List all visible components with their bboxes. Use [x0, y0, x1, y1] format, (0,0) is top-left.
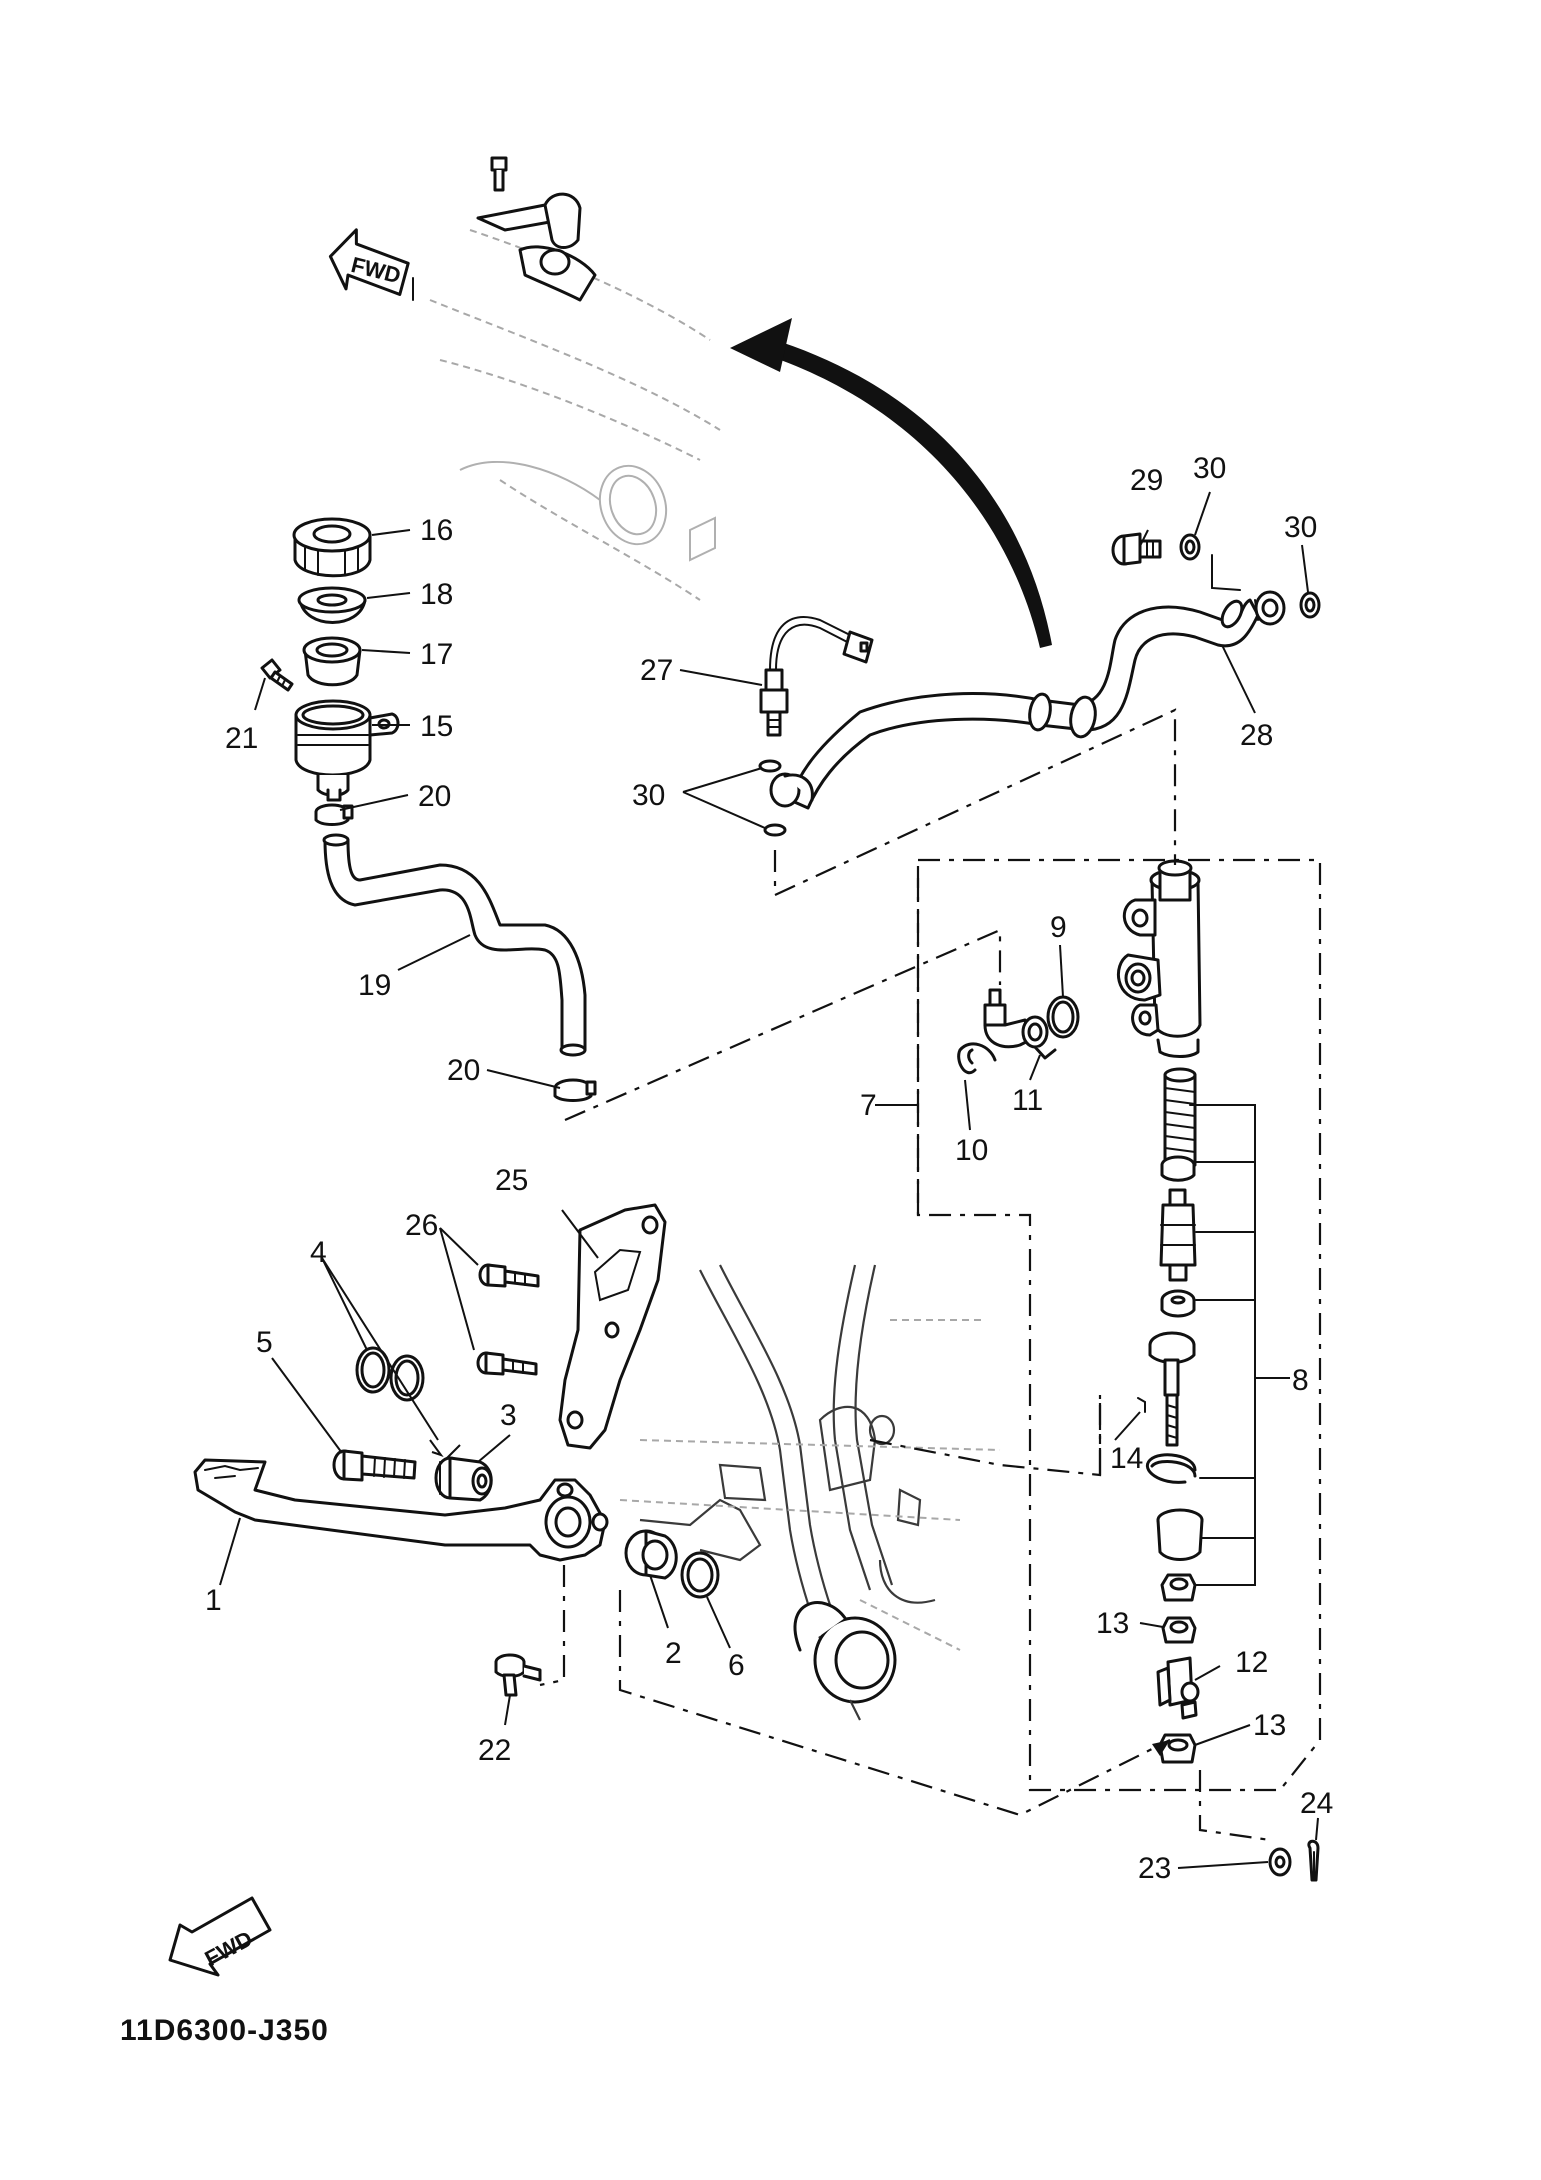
callout-11: 11 [1012, 1084, 1043, 1117]
leader-lines [219, 491, 1319, 1869]
clevis-washer [1268, 1847, 1292, 1877]
diaphragm-plate [297, 586, 367, 624]
callout-26: 26 [405, 1209, 438, 1242]
callout-20: 20 [418, 780, 451, 813]
brake-light-switch [759, 616, 874, 737]
callout-2: 2 [665, 1637, 682, 1670]
callout-17: 17 [420, 638, 453, 671]
callout-13b: 13 [1253, 1709, 1286, 1742]
brake-pedal [193, 1458, 609, 1562]
clevis [1156, 1656, 1200, 1720]
callout-27: 27 [640, 654, 673, 687]
callout-16: 16 [420, 514, 453, 547]
callout-9: 9 [1050, 911, 1067, 944]
forward-arrow-bottom: FWD [168, 1896, 272, 1977]
callout-5: 5 [256, 1326, 273, 1359]
brake-pedal-assembly [193, 1346, 720, 1697]
callout-15: 15 [420, 710, 453, 743]
callout-22: 22 [478, 1734, 511, 1767]
assembly-phantom-lines [539, 708, 1322, 1842]
callout-7: 7 [860, 1089, 877, 1122]
pivot-bolt [332, 1449, 417, 1482]
callout-10: 10 [955, 1134, 988, 1167]
callouts: 1 2 3 4 5 6 7 8 9 10 11 12 13 13 14 15 1… [205, 452, 1333, 1885]
union-washers-upper [1179, 533, 1321, 619]
callout-19: 19 [358, 969, 391, 1002]
callout-30: 30 [1193, 452, 1226, 485]
push-rod [1148, 1331, 1196, 1447]
lock-nut-upper [1160, 1573, 1197, 1602]
primary-cup [1160, 1155, 1196, 1182]
heel-guard-assembly [476, 1203, 667, 1450]
reservoir-screw [260, 658, 294, 692]
lock-nut-mid [1161, 1616, 1197, 1644]
piston [1159, 1188, 1197, 1282]
heel-guard [558, 1203, 667, 1450]
callout-14: 14 [1110, 1442, 1143, 1475]
master-cylinder-assembly [1116, 859, 1256, 1764]
mount-bracket [476, 156, 597, 302]
hose-joint-kit [957, 988, 1080, 1074]
dust-boot [1156, 1508, 1204, 1561]
return-spring [1163, 1067, 1197, 1167]
banjo-washers-lower [758, 759, 787, 837]
callout-3: 3 [500, 1399, 517, 1432]
master-cylinder-body [1116, 859, 1202, 1058]
callout-28: 28 [1240, 719, 1273, 752]
guard-bolt-upper [478, 1263, 540, 1288]
callout-4: 4 [310, 1236, 327, 1269]
diaphragm [302, 636, 362, 687]
collar-o-ring [680, 1551, 720, 1599]
joint-circlip [957, 1042, 997, 1074]
pedal-stop-bolt [494, 1653, 542, 1697]
callout-6: 6 [728, 1649, 745, 1682]
hose-clamp-lower [553, 1078, 597, 1102]
pin [1137, 1397, 1146, 1413]
frame-context-top [429, 156, 721, 601]
callout-8: 8 [1292, 1364, 1309, 1397]
frame-context-bottom [619, 1264, 1001, 1721]
callout-29: 29 [1130, 464, 1163, 497]
o-ring-joint [1046, 995, 1080, 1039]
secondary-cup [1160, 1289, 1196, 1318]
reservoir-hose [322, 833, 587, 1057]
brake-hose [769, 590, 1286, 810]
callout-30b: 30 [1284, 511, 1317, 544]
callout-13: 13 [1096, 1607, 1129, 1640]
assembly-arrow [730, 318, 1052, 648]
callout-21: 21 [225, 722, 258, 755]
lock-nut-lower [1158, 1733, 1197, 1764]
cotter-pin [1307, 1839, 1320, 1882]
reservoir-cap [292, 517, 372, 578]
hose-clamp-upper [314, 803, 354, 826]
brake-hose-assembly [758, 532, 1321, 837]
callout-20b: 20 [447, 1054, 480, 1087]
pedal-bushing [434, 1456, 493, 1502]
pivot-collar [624, 1529, 678, 1580]
reservoir-assembly [260, 517, 597, 1102]
drawing-code: 11D6300-J350 [120, 2014, 329, 2047]
callout-23: 23 [1138, 1852, 1171, 1885]
forward-arrow-top: FWD [328, 228, 414, 301]
guard-bolt-lower [476, 1351, 538, 1376]
callout-25: 25 [495, 1164, 528, 1197]
callout-1: 1 [205, 1584, 222, 1617]
pedal-o-rings [355, 1346, 425, 1402]
union-bolt [1111, 532, 1162, 566]
callout-12: 12 [1235, 1646, 1268, 1679]
reservoir-body [294, 699, 400, 802]
circlip [1146, 1453, 1197, 1484]
callout-24: 24 [1300, 1787, 1333, 1820]
hose-joint [983, 988, 1057, 1060]
callout-30c: 30 [632, 779, 665, 812]
callout-18: 18 [420, 578, 453, 611]
